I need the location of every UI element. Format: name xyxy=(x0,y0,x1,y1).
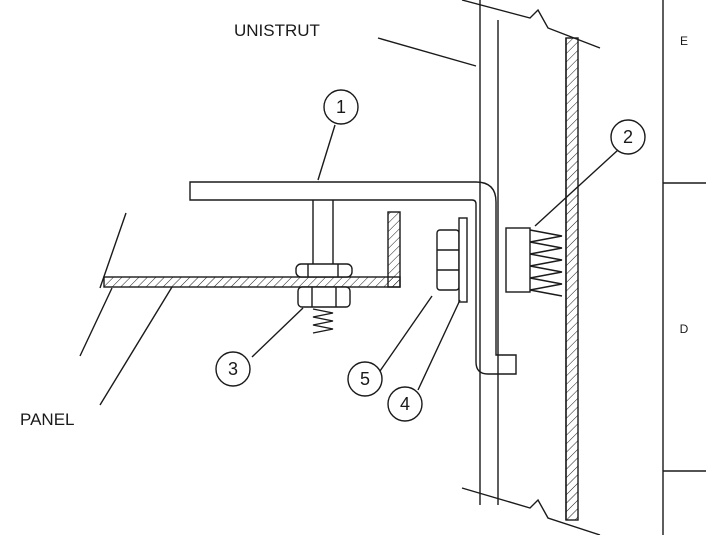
leader-lines xyxy=(99,37,619,406)
callout-2-circle xyxy=(610,119,646,155)
callout-5-circle xyxy=(347,361,383,397)
callout-1-number: 1 xyxy=(336,97,346,117)
nut-and-washer xyxy=(295,263,353,334)
spring-nut xyxy=(505,227,563,297)
panel-plate xyxy=(79,211,401,357)
callout-3-circle xyxy=(215,351,251,387)
unistrut-label: UNISTRUT xyxy=(234,21,320,40)
callout-2-number: 2 xyxy=(623,127,633,147)
drawing-border xyxy=(662,0,706,535)
bolt-shank xyxy=(312,200,334,268)
panel-label: PANEL xyxy=(20,410,75,429)
callout-circles xyxy=(215,89,646,422)
callout-5-number: 5 xyxy=(360,369,370,389)
callout-3-number: 3 xyxy=(228,359,238,379)
unistrut-channel xyxy=(461,0,601,535)
callout-1-circle xyxy=(323,89,359,125)
zone-label-e: E xyxy=(680,34,688,48)
zone-label-d: D xyxy=(680,322,689,336)
bracket-angle xyxy=(189,181,517,375)
callout-4-circle xyxy=(387,386,423,422)
callout-4-number: 4 xyxy=(400,394,410,414)
hex-nut xyxy=(436,217,468,303)
